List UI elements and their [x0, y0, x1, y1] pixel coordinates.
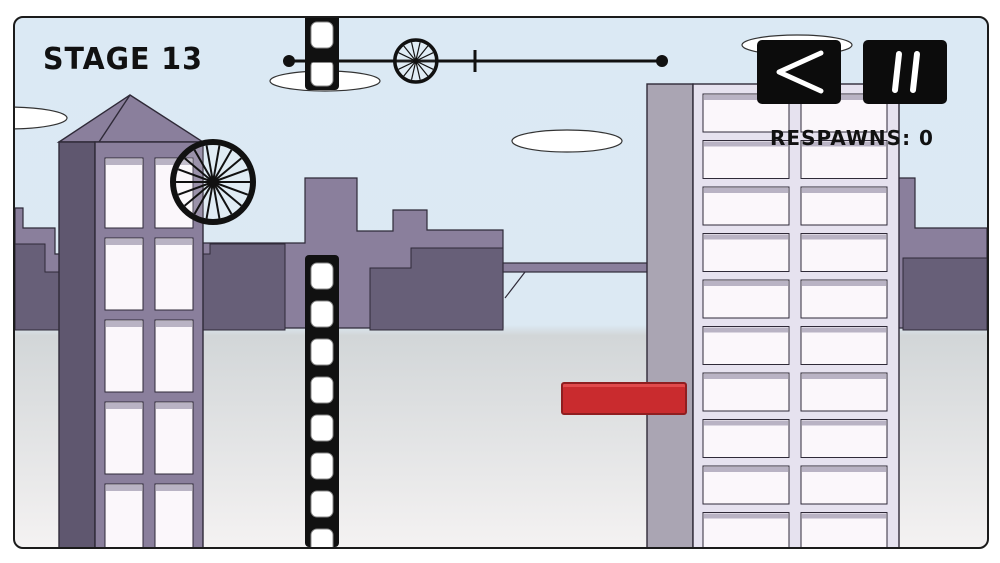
chain-column-top — [305, 18, 339, 90]
respawns-counter: RESPAWNS: 0 — [770, 126, 934, 150]
right-tower — [646, 83, 900, 547]
back-button[interactable] — [757, 40, 841, 104]
chevron-left-icon — [776, 50, 824, 94]
progress-wheel-icon — [393, 38, 439, 84]
obstacle-chains — [305, 18, 339, 547]
chain-column — [305, 255, 339, 547]
game-viewport: STAGE 13 RESPAWNS: 0 — [13, 16, 989, 549]
city-background — [15, 34, 987, 547]
progress-track — [283, 38, 668, 84]
red-platform — [561, 382, 687, 415]
progress-end-marker — [656, 55, 668, 67]
left-tower — [56, 94, 206, 547]
stage-label: STAGE 13 — [43, 42, 203, 77]
pause-icon — [892, 51, 920, 93]
progress-start-marker — [283, 55, 295, 67]
pause-button[interactable] — [863, 40, 947, 104]
